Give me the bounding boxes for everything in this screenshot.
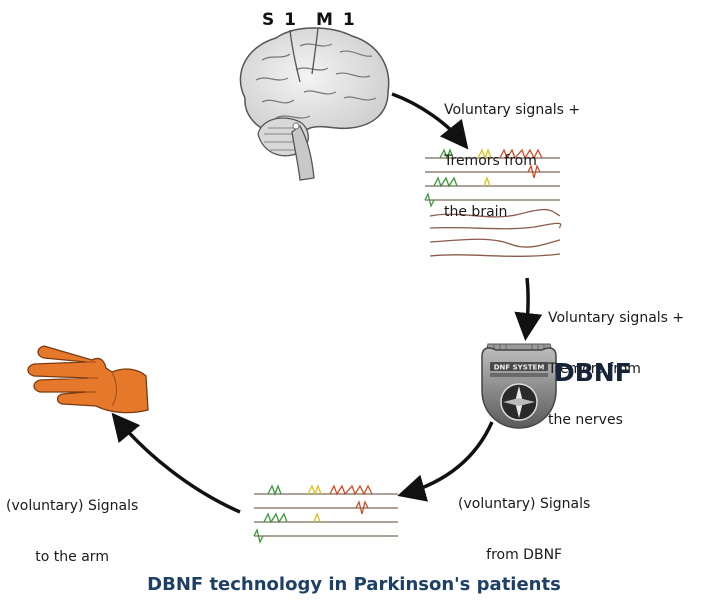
device-name-label: DBNF (554, 358, 632, 387)
arrow-device-to-signals (397, 421, 494, 502)
brain-region-labels: S 1 M 1 (262, 10, 357, 30)
signal-traces-dbnf (253, 484, 398, 544)
label-dbnf-signals: (voluntary) Signals from DBNF (458, 496, 591, 563)
arrow-signals-to-device (514, 277, 543, 341)
diagram-caption: DBNF technology in Parkinson's patients (147, 574, 561, 595)
arrow-signals-to-hand (111, 412, 241, 514)
arrow-brain-to-signals (391, 92, 469, 150)
dbnf-device: DNF SYSTEM (481, 343, 557, 429)
label-nerve-signals: Voluntary signals + Tremors from the ner… (548, 310, 685, 428)
device-badge-text: DNF SYSTEM (494, 364, 545, 372)
label-s1: S 1 (262, 10, 298, 30)
label-brain-signals: Voluntary signals + Tremors from the bra… (444, 102, 581, 220)
hand-illustration (27, 345, 149, 414)
label-m1: M 1 (316, 10, 357, 30)
brain-illustration (239, 27, 390, 181)
signal-traces-brain (424, 148, 562, 257)
label-arm-signals: (voluntary) Signals to the arm (6, 498, 139, 565)
flow-arrows (111, 92, 543, 514)
